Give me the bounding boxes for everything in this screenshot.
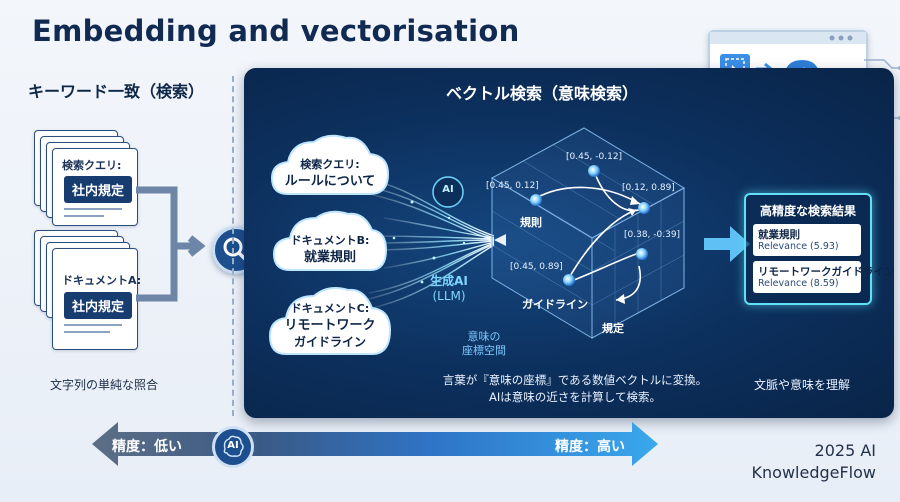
query-doc-chip: 社内規定 (64, 176, 133, 203)
document-b-cloud-text: ドキュメントB: 就業規則 (290, 234, 370, 265)
document-a-chip: 社内規定 (64, 292, 133, 319)
result-name: リモートワークガイドライン (758, 266, 895, 278)
keyword-match-heading: キーワード一致（検索） (28, 82, 205, 101)
result-item[interactable]: リモートワークガイドライン Relevance (8.59) (753, 261, 895, 293)
query-doc-lines (64, 208, 122, 222)
vector-search-title: ベクトル検索（意味検索） (446, 84, 639, 103)
document-b-cloud-icon (272, 210, 388, 271)
document-c-cloud-icon (268, 287, 392, 355)
page-title: Embedding and vectorisation (32, 14, 520, 48)
result-item[interactable]: 就業規則 Relevance (5.93) (753, 224, 861, 256)
brand-footer: 2025 AI KnowledgeFlow (751, 441, 876, 482)
results-caption: 文脈や意味を理解 (754, 378, 851, 392)
ai-brain-icon: AI (442, 184, 454, 195)
query-document-stack (34, 130, 138, 226)
query-doc-label: 検索クエリ: (62, 159, 122, 172)
section-divider (232, 76, 234, 416)
left-caption: 文字列の単純な照合 (50, 378, 159, 392)
document-a-lines (64, 324, 122, 338)
coord-label: [0.45, -0.12] (566, 152, 623, 162)
node-label-rules: 規則 (520, 216, 542, 229)
result-relevance: Relevance (5.93) (758, 241, 839, 252)
node-label-guideline: ガイドライン (522, 298, 588, 311)
result-name: 就業規則 (758, 229, 800, 241)
generative-ai-label: 生成AI (LLM) (430, 274, 468, 303)
coord-label: [0.38, -0.39] (624, 230, 681, 240)
accuracy-high-label: 精度：高い (555, 439, 625, 455)
semantic-space-label: 意味の 座標空間 (462, 330, 506, 357)
coord-label: [0.45, 0.89] (510, 262, 563, 272)
node-label-regulation: 規定 (602, 322, 624, 335)
query-cloud-text: 検索クエリ: ルールについて (284, 158, 376, 189)
vector-search-caption: 言葉が『意味の座標』である数値ベクトルに変換。 AIは意味の近さを計算して検索。 (442, 373, 708, 404)
coord-label: [0.12, 0.89] (622, 183, 675, 193)
ai-brain-badge-icon: AI (212, 426, 254, 468)
result-relevance: Relevance (8.59) (758, 278, 839, 289)
document-c-cloud-text: ドキュメントC: リモートワーク ガイドライン (284, 302, 376, 349)
query-cloud-icon (270, 134, 390, 195)
vector-space-illustration (363, 127, 750, 339)
search-results-box: 高精度な検索結果 就業規則 Relevance (5.93) リモートワークガイ… (744, 193, 895, 305)
document-a-label: ドキュメントA: (62, 274, 142, 287)
coord-label: [0.45, 0.12] (486, 181, 539, 191)
bracket-connector-icon (136, 186, 206, 302)
results-title: 高精度な検索結果 (759, 204, 856, 218)
accuracy-low-label: 精度：低い (112, 439, 182, 455)
